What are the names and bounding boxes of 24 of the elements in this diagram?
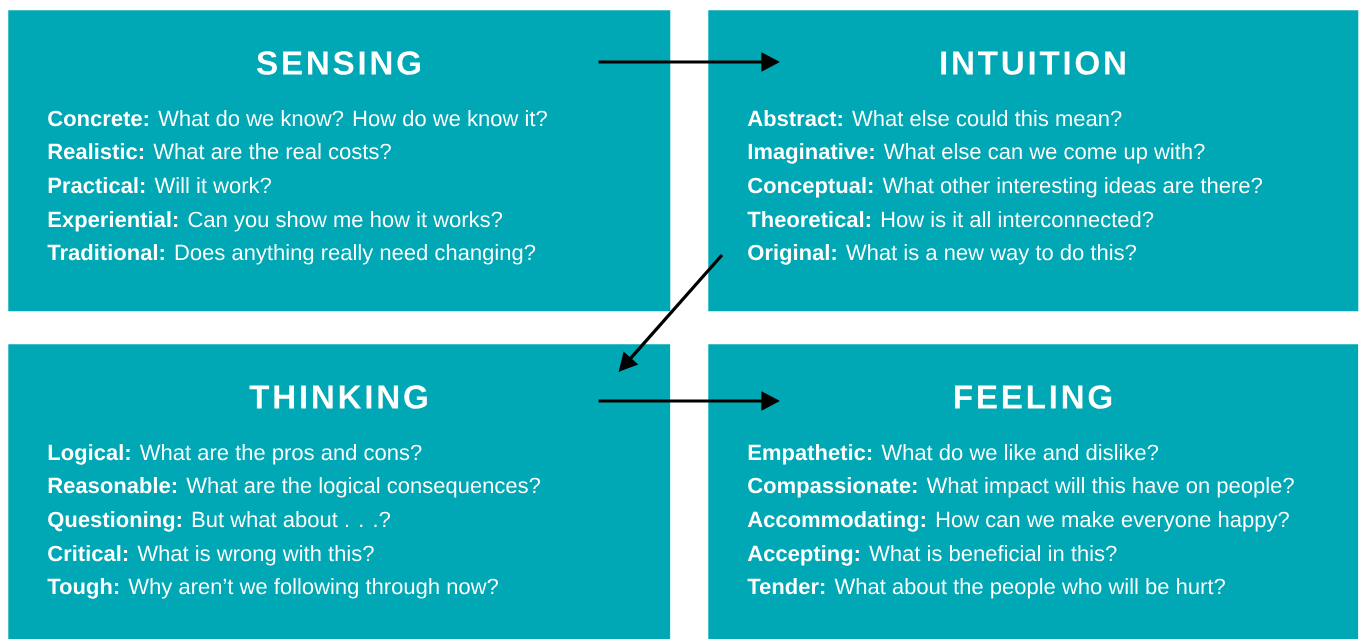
description-line: Imaginative: What else can we come up with? [748, 143, 1205, 164]
heading: THINKING [249, 385, 427, 409]
description-line: Compassionate: What impact will this have on people? [748, 477, 1294, 498]
description-line: Experiential: Can you show me how it works? [48, 211, 503, 232]
heading: SENSING [256, 51, 420, 75]
description-line: Tender: What about the people who will be hurt? [747, 578, 1225, 599]
description-line: Reasonable: What are the logical consequences? [48, 477, 540, 498]
description-line: Abstract: What else could this mean? [747, 110, 1122, 127]
description-line: Logical: What are the pros and cons? [48, 444, 422, 465]
description-line: Realistic: What are the real costs? [48, 143, 391, 160]
description-line: Questioning: But what about . . .? [48, 511, 390, 532]
description-line: Critical: What is wrong with this? [48, 545, 374, 566]
description-line: Traditional: Does anything really need changing? [47, 244, 536, 265]
heading: INTUITION [941, 51, 1125, 75]
description-line: Theoretical: How is it all interconnected? [747, 211, 1154, 228]
heading: FEELING [955, 385, 1112, 409]
description-line: Original: What is a new way to do this? [748, 244, 1137, 265]
description-line: Accepting: What is beneficial in this? [747, 545, 1117, 566]
description-line: Accommodating: How can we make everyone happy? [747, 511, 1289, 532]
description-line: Tough: Why aren’t we following through now? [47, 578, 498, 599]
description-line: Conceptual: What other interesting ideas are there? [748, 177, 1262, 198]
description-line: Concrete: What do we know? How do we know it? [48, 110, 547, 127]
description-line: Practical: Will it work? [48, 177, 271, 194]
description-line: Empathetic: What do we like and dislike? [748, 444, 1159, 465]
